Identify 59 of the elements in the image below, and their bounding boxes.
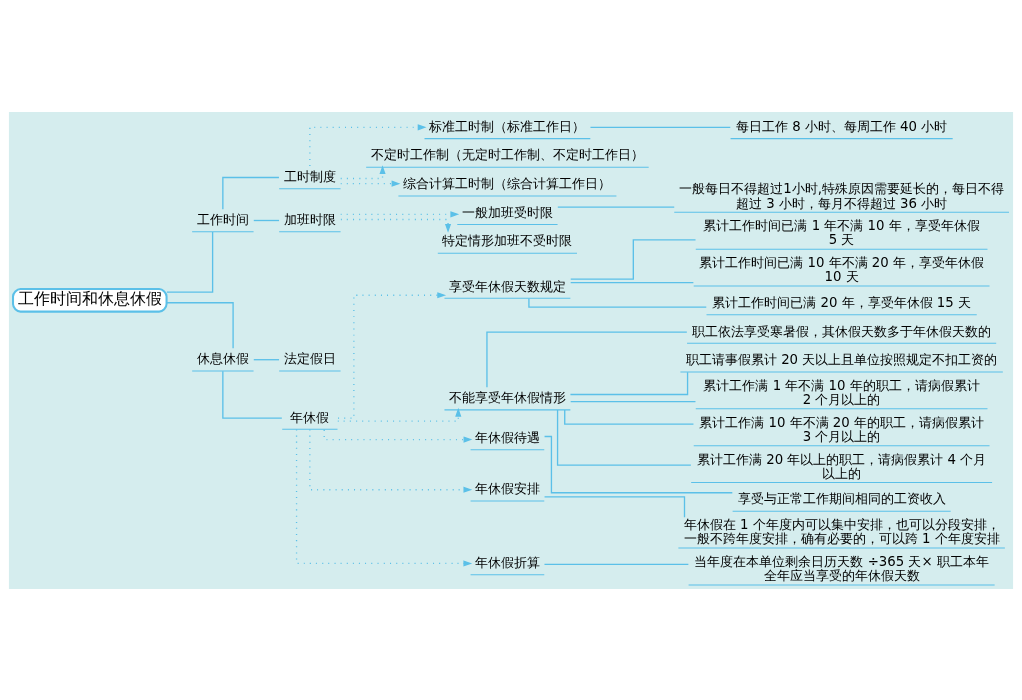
- connector: [570, 400, 697, 402]
- connector: [570, 281, 695, 283]
- arrow: [309, 123, 427, 167]
- node-text: 累计工作满 20 年以上的职工，请病假累计 4 个月以上的: [696, 451, 987, 481]
- connector: [222, 176, 280, 210]
- arrow: [337, 291, 447, 419]
- node-text: 年休假待遇: [474, 429, 540, 445]
- node-box: 工作时间和休息休假: [12, 287, 168, 313]
- node-text: 工时制度: [283, 168, 336, 184]
- node-text: 年休假折算: [474, 554, 540, 570]
- node-text: 加班时限: [283, 211, 336, 227]
- arrow: [340, 180, 401, 187]
- arrow: [309, 428, 473, 493]
- node-text: 标准工时制（标准工作日）: [429, 118, 586, 134]
- node-text: 职工请事假累计 20 天以上且单位按照规定不扣工资的: [685, 351, 998, 367]
- connector: [222, 370, 283, 419]
- arrow: [340, 210, 460, 217]
- arrow: [340, 164, 386, 179]
- connector: [253, 219, 280, 221]
- node-text: 职工依法享受寒暑假，其休假天数多于年休假天数的: [692, 323, 992, 339]
- arrow: [337, 407, 462, 422]
- connector: [166, 230, 214, 293]
- connector: [557, 206, 675, 208]
- node-text: 累计工作时间已满 1 年不满 10 年，享受年休假 5 天: [703, 217, 980, 247]
- node-text: 工作时间: [196, 211, 249, 227]
- connector: [569, 371, 689, 395]
- connector: [486, 330, 688, 388]
- arrow: [295, 428, 473, 566]
- node-text: 不定时工作制（无定时工作制、不定时工作日）: [370, 147, 644, 162]
- connector: [543, 563, 690, 565]
- node-text: 一般加班受时限: [461, 204, 553, 220]
- node-text: 年休假在 1 个年度内可以集中安排，也可以分段安排，一般不跨年度安排，确有必要的，可以跨 1 个年度安排: [683, 516, 1000, 546]
- node-text: 每日工作 8 小时、每周工作 40 小时: [735, 118, 948, 134]
- node-text: 不能享受年休假情形: [448, 389, 566, 405]
- node-text: 累计工作满 1 年不满 10 年的职工，请病假累计 2 个月以上的: [703, 377, 980, 407]
- connector: [556, 408, 692, 466]
- node-text: 享受与正常工作期间相同的工资收入: [737, 490, 946, 506]
- node-text: 法定假日: [283, 350, 336, 366]
- connector: [570, 238, 697, 280]
- connector: [166, 301, 234, 349]
- node-text: 休息休假: [196, 350, 249, 366]
- node-text: 累计工作时间已满 10 年不满 20 年，享受年休假 10 天: [699, 254, 984, 284]
- connector: [543, 495, 686, 518]
- node-text: 综合计算工时制（综合计算工作日）: [403, 175, 612, 191]
- connector: [564, 408, 695, 425]
- node-text: 享受年休假天数规定: [448, 278, 566, 294]
- arrow: [340, 218, 452, 233]
- connector: [253, 358, 280, 360]
- node-text: 累计工作时间已满 20 年，享受年休假 15 天: [712, 294, 971, 310]
- connector: [589, 126, 731, 128]
- node-text: 特定情形加班不受时限: [442, 232, 573, 248]
- node-text: 当年度在本单位剩余日历天数 ÷365 天× 职工本年全年应当享受的年休假天数: [694, 553, 989, 583]
- connector: [528, 297, 707, 308]
- node-text: 年休假安排: [474, 480, 540, 496]
- arrow: [323, 428, 473, 443]
- node-text: 年休假: [290, 409, 330, 425]
- node-text: 累计工作满 10 年不满 20 年的职工，请病假累计 3 个月以上的: [699, 414, 984, 444]
- connector: [543, 435, 733, 493]
- node-text: 一般每日不得超过1小时,特殊原因需要延长的，每日不得超过 3 小时，每月不得超过 36 小时: [679, 180, 1004, 211]
